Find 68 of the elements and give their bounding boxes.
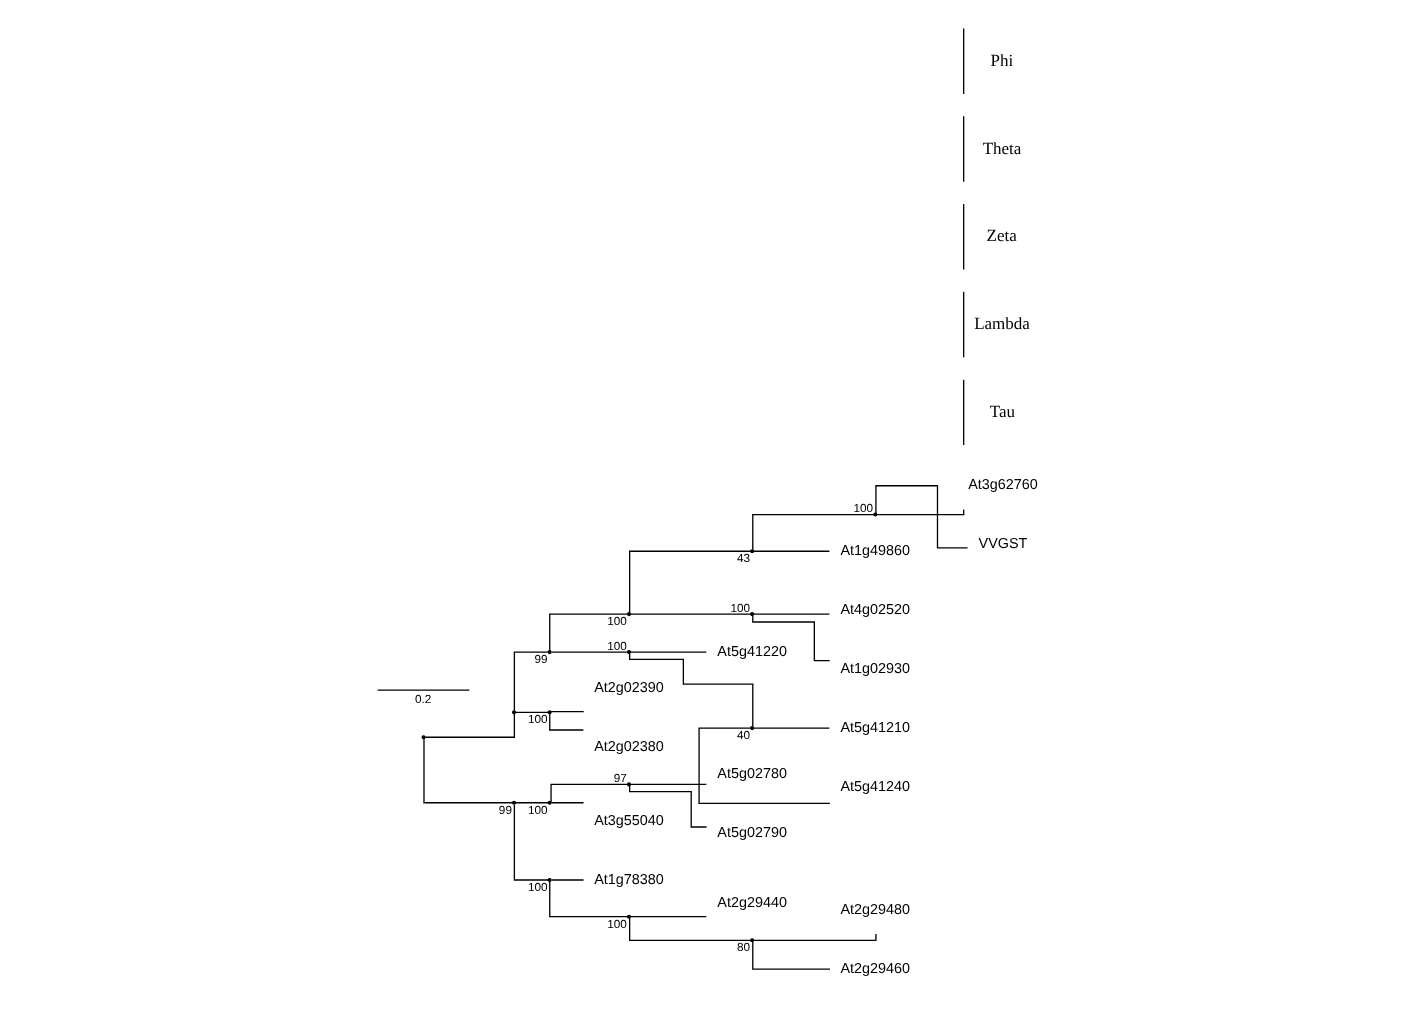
connector bbox=[629, 784, 708, 827]
connector bbox=[629, 549, 752, 613]
connector bbox=[630, 650, 707, 652]
connector bbox=[550, 801, 585, 803]
label: Zeta bbox=[986, 224, 1017, 245]
connector bbox=[550, 710, 585, 712]
node-point bbox=[626, 781, 632, 786]
node-text: At5g02780 bbox=[717, 762, 787, 781]
connector bbox=[550, 878, 585, 880]
connector bbox=[550, 782, 628, 803]
node-point bbox=[512, 709, 517, 714]
node-point bbox=[626, 913, 632, 918]
connector bbox=[629, 916, 752, 940]
connector bbox=[424, 712, 516, 737]
node-point bbox=[547, 876, 552, 882]
connector bbox=[753, 612, 831, 614]
connector bbox=[752, 940, 831, 969]
connector bbox=[514, 710, 549, 712]
node-text: At2g29460 bbox=[840, 957, 911, 976]
node-text: At2g29440 bbox=[717, 892, 787, 911]
node-text: At2g02380 bbox=[594, 736, 664, 755]
connector bbox=[549, 879, 628, 917]
connector bbox=[514, 801, 549, 803]
node-point bbox=[512, 799, 517, 804]
connector bbox=[423, 737, 514, 803]
node-text: At1g78380 bbox=[594, 868, 664, 887]
connector bbox=[513, 650, 549, 711]
label: Tau bbox=[989, 399, 1016, 420]
node-point bbox=[626, 649, 632, 654]
connector bbox=[549, 612, 628, 651]
node-point bbox=[750, 725, 755, 730]
node-text: At1g49860 bbox=[840, 539, 911, 558]
label: Phi bbox=[990, 48, 1014, 69]
node-text: At2g02390 bbox=[594, 677, 664, 696]
node-point bbox=[750, 611, 755, 616]
connector bbox=[876, 507, 965, 515]
connector bbox=[550, 650, 629, 652]
connector bbox=[753, 549, 831, 551]
node-text: At5g41220 bbox=[717, 640, 787, 659]
node-point bbox=[547, 649, 552, 654]
node-point bbox=[547, 799, 552, 804]
node-text: At2g29480 bbox=[840, 898, 911, 917]
node-text: At5g02790 bbox=[717, 821, 787, 840]
connector bbox=[630, 782, 707, 785]
node-point bbox=[873, 511, 878, 516]
connector bbox=[753, 726, 831, 728]
connector bbox=[629, 652, 754, 726]
label: Lambda bbox=[974, 312, 1030, 333]
connector bbox=[513, 803, 549, 880]
node-text: At3g55040 bbox=[594, 809, 664, 828]
node-text: At5g41240 bbox=[840, 775, 911, 794]
node-point bbox=[750, 937, 755, 942]
connector bbox=[753, 932, 877, 940]
connector bbox=[698, 726, 831, 804]
node-text: At4g02520 bbox=[840, 598, 911, 617]
node-point bbox=[421, 734, 426, 739]
node-text: At1g02930 bbox=[840, 657, 911, 676]
connector bbox=[549, 712, 584, 730]
connector bbox=[630, 915, 707, 917]
node-point bbox=[750, 548, 755, 553]
label: Theta bbox=[982, 136, 1022, 157]
connector bbox=[630, 612, 752, 614]
node-text: At3g62760 bbox=[968, 474, 1038, 493]
connector bbox=[752, 512, 875, 550]
node-text: At5g41210 bbox=[840, 716, 911, 735]
node-text: VVGST bbox=[978, 533, 1028, 552]
node-point bbox=[547, 709, 552, 714]
node-point bbox=[626, 611, 632, 616]
